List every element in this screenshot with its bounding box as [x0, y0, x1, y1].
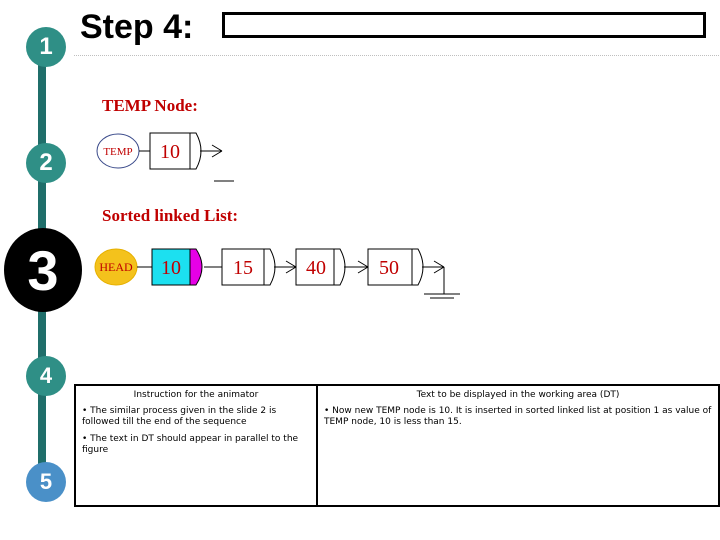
node-2-arrow-head-a — [285, 260, 297, 268]
node-3-arrow-head-a — [357, 260, 369, 268]
list-node-2-data-cell — [221, 248, 265, 286]
step-2-badge[interactable]: 2 — [26, 143, 66, 183]
step-2-label: 2 — [39, 149, 53, 176]
temp-arrow-head-a — [211, 144, 223, 152]
bullet-dot: • — [82, 406, 91, 416]
list-node-3-next-cell — [333, 248, 346, 286]
animator-bullet-1-text: The similar process given in the slide 2… — [82, 406, 277, 427]
sorted-list-heading: Sorted linked List: — [102, 206, 239, 225]
list-node-3-value: 40 — [306, 257, 326, 279]
animator-bullet-2-text: The text in DT should appear in parallel… — [82, 434, 299, 455]
temp-node-next-cell — [189, 132, 202, 170]
animator-bullet-2: • The text in DT should appear in parall… — [82, 434, 308, 456]
display-bullet-1: • Now new TEMP node is 10. It is inserte… — [324, 406, 716, 428]
animator-bullet-1: • The similar process given in the slide… — [82, 406, 308, 428]
node-4-arrow-head-b — [433, 266, 445, 274]
bullet-dot: • — [82, 434, 91, 444]
step-3-badge-current[interactable]: 3 — [4, 228, 82, 312]
temp-node-value: 10 — [160, 141, 180, 163]
list-node-1-value: 10 — [161, 257, 181, 279]
node-4-arrow-head-a — [433, 260, 445, 268]
step-4-badge[interactable]: 4 — [26, 356, 66, 396]
title-textbox-inner — [224, 14, 704, 36]
step-1-badge[interactable]: 1 — [26, 27, 66, 67]
display-text-header: Text to be displayed in the working area… — [416, 390, 620, 400]
canvas-frame — [74, 55, 720, 386]
temp-arrow-head-b — [211, 150, 223, 158]
step-3-label: 3 — [27, 238, 59, 302]
list-node-2-value: 15 — [233, 257, 253, 279]
temp-node-data-cell — [149, 132, 191, 170]
step-4-label: 4 — [39, 363, 53, 388]
list-node-1-next-cell — [189, 248, 203, 286]
title-textbox[interactable] — [222, 12, 706, 38]
node-2-arrow-head-b — [285, 266, 297, 274]
step-5-label: 5 — [39, 469, 53, 494]
page-title: Step 4: — [80, 8, 194, 46]
table-column-divider — [316, 386, 318, 505]
list-node-2-next-cell — [263, 248, 276, 286]
animator-instructions-header: Instruction for the animator — [133, 390, 259, 400]
bullet-dot: • — [324, 406, 333, 416]
linked-list-diagram: TEMP 10 HEAD 10 15 40 50 — [94, 132, 460, 299]
list-node-4-value: 50 — [379, 257, 399, 279]
node-3-arrow-head-b — [357, 266, 369, 274]
step-1-label: 1 — [39, 33, 53, 60]
list-node-4-data-cell — [367, 248, 413, 286]
instruction-table: Instruction for the animator Text to be … — [74, 384, 720, 507]
temp-node-heading: TEMP Node: — [102, 96, 198, 115]
list-node-4-next-cell — [411, 248, 424, 286]
step-5-badge[interactable]: 5 — [26, 462, 66, 502]
display-bullet-1-text: Now new TEMP node is 10. It is inserted … — [324, 406, 712, 427]
head-pointer-label: HEAD — [99, 260, 133, 274]
temp-pointer-label: TEMP — [103, 146, 132, 158]
